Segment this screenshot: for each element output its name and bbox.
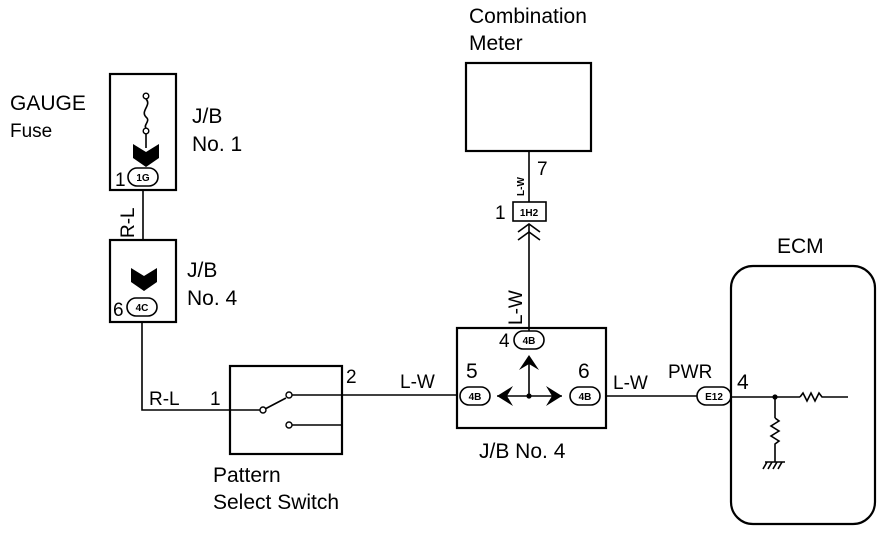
svg-text:4C: 4C xyxy=(136,303,149,314)
arrow-left-icon xyxy=(497,386,513,406)
jb4-bottom-label: J/B No. 4 xyxy=(479,440,566,463)
connector-4b-top: 4 4B xyxy=(499,330,545,352)
arrow-up-icon xyxy=(519,355,539,370)
connector-arrow-icon xyxy=(133,144,159,167)
wire-label-lw-vertical: L-W xyxy=(506,290,527,325)
jb1-sublabel: No. 1 xyxy=(192,133,242,156)
switch-icon xyxy=(230,391,342,429)
combination-meter-box xyxy=(464,61,593,153)
switch-pin-2: 2 xyxy=(346,367,357,388)
ecm-label: ECM xyxy=(777,235,824,258)
svg-text:1: 1 xyxy=(495,203,506,224)
svg-text:E12: E12 xyxy=(705,392,723,403)
jb4-top-sublabel: No. 4 xyxy=(187,287,238,310)
combination-meter-sublabel: Meter xyxy=(469,32,523,55)
wire-label-rl-horizontal: R-L xyxy=(149,389,180,410)
wire-label-rl-vertical: R-L xyxy=(118,207,139,238)
wire-label-lw-ecm: L-W xyxy=(613,373,648,394)
gauge-fuse-label: GAUGE xyxy=(10,92,86,115)
wire-label-lw-meter: L-W xyxy=(516,177,527,196)
jb4-main-box xyxy=(455,326,608,430)
svg-text:4B: 4B xyxy=(579,392,592,403)
connector-4b-right: 6 4B xyxy=(569,360,601,406)
svg-text:4B: 4B xyxy=(469,392,482,403)
resistor-icon xyxy=(799,391,848,403)
gauge-fuse-sublabel: Fuse xyxy=(10,121,52,142)
fuse-icon xyxy=(142,92,150,148)
meter-pin-7: 7 xyxy=(537,159,548,180)
svg-text:4B: 4B xyxy=(523,336,536,347)
resistor-icon xyxy=(769,417,781,462)
ground-icon xyxy=(762,461,785,470)
jb4-top-label: J/B xyxy=(187,259,217,282)
connector-4b-left: 5 4B xyxy=(459,360,491,406)
svg-text:1: 1 xyxy=(115,170,126,191)
connector-1g: 1 1G xyxy=(115,167,159,191)
connector-4c: 6 4C xyxy=(113,297,158,321)
jb1-label: J/B xyxy=(192,105,222,128)
jb4-small-box xyxy=(108,238,178,324)
svg-text:6: 6 xyxy=(578,360,590,383)
svg-text:4: 4 xyxy=(737,371,749,394)
connector-1h2: 1 1H2 xyxy=(495,201,547,224)
pattern-switch-sublabel: Select Switch xyxy=(213,491,339,514)
connector-arrow-icon xyxy=(131,268,157,291)
svg-text:6: 6 xyxy=(113,300,124,321)
ecm-box xyxy=(729,264,877,526)
svg-text:4: 4 xyxy=(499,331,510,352)
svg-text:1H2: 1H2 xyxy=(520,208,539,219)
wire-label-lw-switch: L-W xyxy=(400,372,435,393)
pwr-label: PWR xyxy=(668,362,712,383)
wire-rl-horizontal xyxy=(141,322,230,411)
svg-text:5: 5 xyxy=(466,360,478,383)
switch-pin-1: 1 xyxy=(210,389,221,410)
pattern-switch-label: Pattern xyxy=(213,464,281,487)
svg-text:1G: 1G xyxy=(136,173,150,184)
arrow-right-icon xyxy=(546,386,562,406)
combination-meter-label: Combination xyxy=(469,5,587,28)
